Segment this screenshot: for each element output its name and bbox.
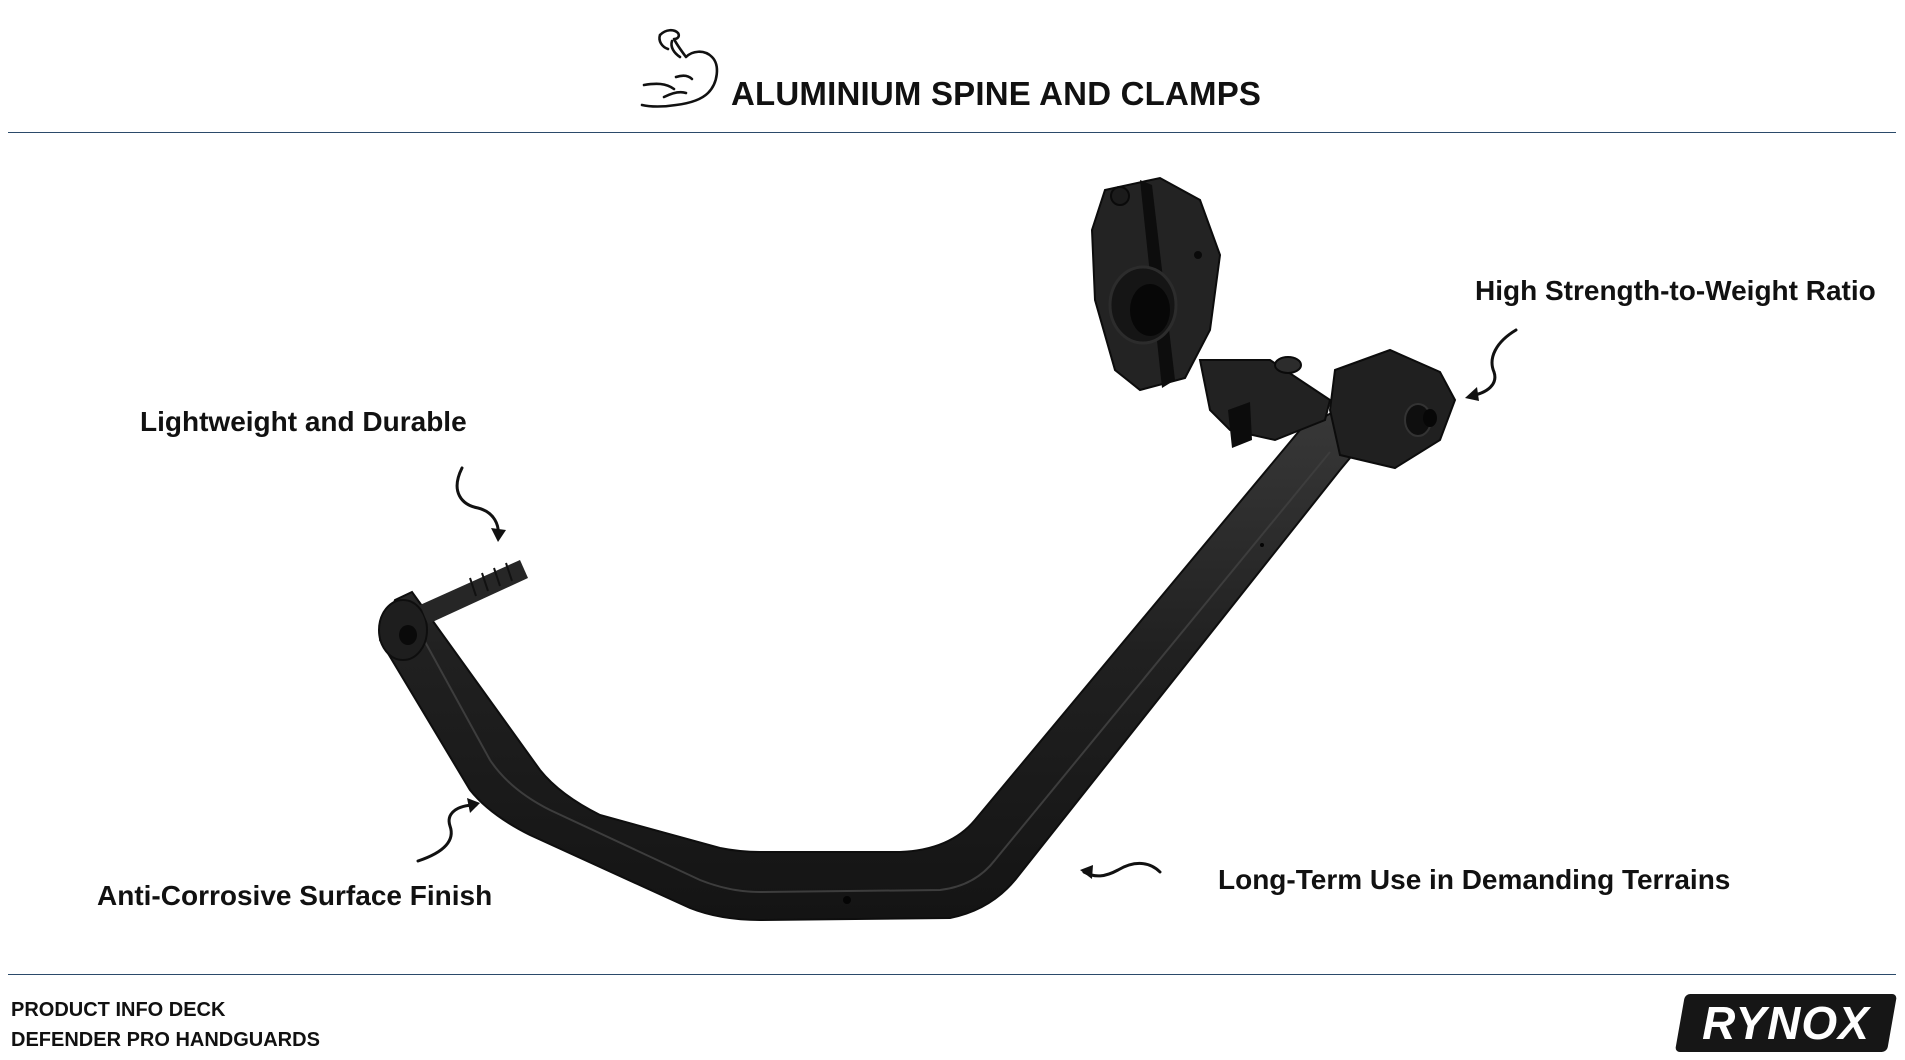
feature-anti-corrosive: Anti-Corrosive Surface Finish (97, 880, 493, 911)
logo-text: RYNOX (1702, 997, 1870, 1049)
feature-demanding-terrains: Long-Term Use in Demanding Terrains (1218, 864, 1731, 895)
header-divider (8, 132, 1896, 133)
footer-deck-info: PRODUCT INFO DECK DEFENDER PRO HANDGUARD… (11, 995, 320, 1055)
flexed-bicep-icon (640, 28, 719, 108)
slide-title: ALUMINIUM SPINE AND CLAMPS (731, 75, 1262, 112)
slide-header: ALUMINIUM SPINE AND CLAMPS (636, 22, 1276, 122)
feature-lightweight-durable: Lightweight and Durable (140, 406, 467, 437)
rynox-logo: RYNOX (1674, 994, 1898, 1052)
footer-product-name: DEFENDER PRO HANDGUARDS (11, 1029, 320, 1051)
feature-strength-to-weight: High Strength-to-Weight Ratio (1475, 275, 1876, 306)
footer-deck-label: PRODUCT INFO DECK (11, 999, 226, 1021)
footer-divider (8, 974, 1896, 975)
